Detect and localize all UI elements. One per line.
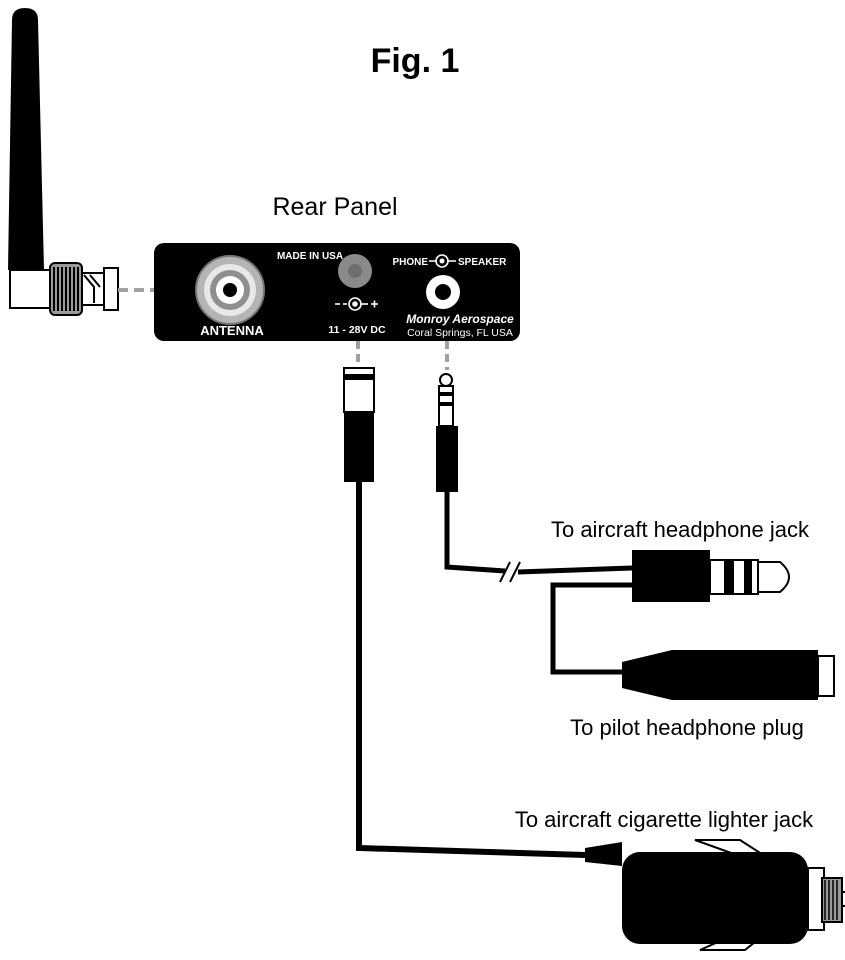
polarity-symbol bbox=[335, 297, 378, 311]
audio-plug bbox=[436, 373, 458, 492]
figure-title: Fig. 1 bbox=[371, 42, 460, 80]
power-label: 11 - 28V DC bbox=[328, 324, 386, 336]
callout-cigarette-lighter-jack: To aircraft cigarette lighter jack bbox=[515, 807, 814, 832]
phone-speaker-switch-icon bbox=[429, 254, 456, 268]
antenna-label: ANTENNA bbox=[200, 323, 264, 338]
phone-label: PHONE bbox=[392, 257, 428, 268]
rear-panel-title: Rear Panel bbox=[272, 193, 397, 221]
antenna bbox=[8, 8, 119, 316]
callout-aircraft-headphone-jack: To aircraft headphone jack bbox=[551, 517, 810, 542]
power-cable bbox=[356, 482, 586, 858]
cigarette-lighter-plug bbox=[585, 839, 845, 951]
location-label: Coral Springs, FL USA bbox=[407, 327, 513, 339]
audio-cable bbox=[444, 492, 506, 574]
cable-break-symbol bbox=[499, 561, 521, 583]
rear-panel: ANTENNA MADE IN USA 11 - 28V DC PHONE SP… bbox=[154, 243, 520, 341]
speaker-label: SPEAKER bbox=[458, 257, 507, 268]
pilot-headphone-jack bbox=[622, 650, 835, 700]
split-cable bbox=[550, 582, 632, 675]
aircraft-headphone-plug bbox=[632, 550, 790, 602]
made-in-label: MADE IN USA bbox=[277, 251, 343, 262]
antenna-connector bbox=[195, 255, 265, 325]
brand-label: Monroy Aerospace bbox=[406, 312, 514, 326]
power-plug bbox=[343, 367, 375, 482]
callout-pilot-headphone-plug: To pilot headphone plug bbox=[570, 715, 804, 740]
